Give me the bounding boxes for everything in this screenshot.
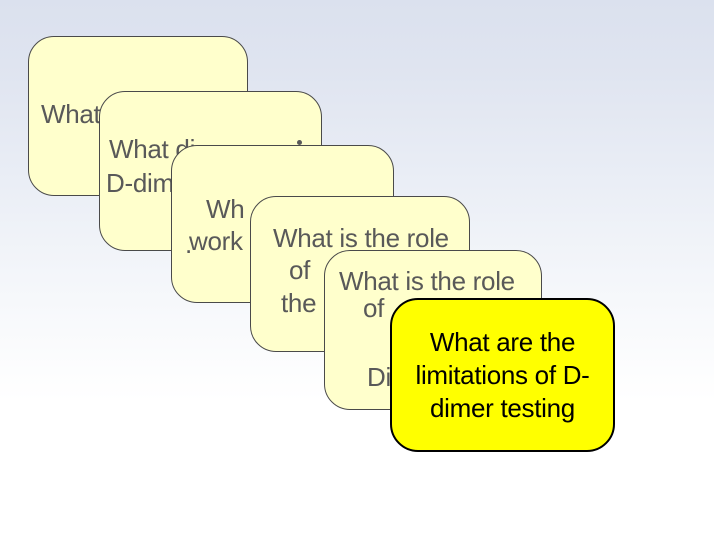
question-card-5-text-line-1: What is the role [339, 266, 515, 296]
question-card-1-text-line-1: What [41, 99, 101, 129]
question-card-4-text-line-2: of [289, 255, 311, 285]
question-card-4-text-line-1: What is the role [273, 223, 449, 253]
front-question-text-line-2: limitations of D- [415, 359, 590, 390]
question-card-4-text-line-3: the [281, 288, 317, 318]
front-question-text: What are the limitations of D- dimer tes… [415, 326, 589, 425]
front-question-card: What are the limitations of D- dimer tes… [390, 298, 615, 452]
question-card-3-text-line-2: work [189, 226, 243, 256]
front-question-text-line-3: dimer testing [430, 392, 575, 423]
question-card-3-text-line-1: Wh [206, 194, 245, 224]
question-card-2-text-line-2: D-dim [106, 168, 174, 198]
question-card-5-text-line-3: Di [367, 362, 391, 392]
front-question-text-line-1: What are the [429, 326, 576, 357]
question-card-5-text-line-2: of [363, 293, 385, 323]
question-card-3-text-line-3: . [185, 229, 192, 259]
